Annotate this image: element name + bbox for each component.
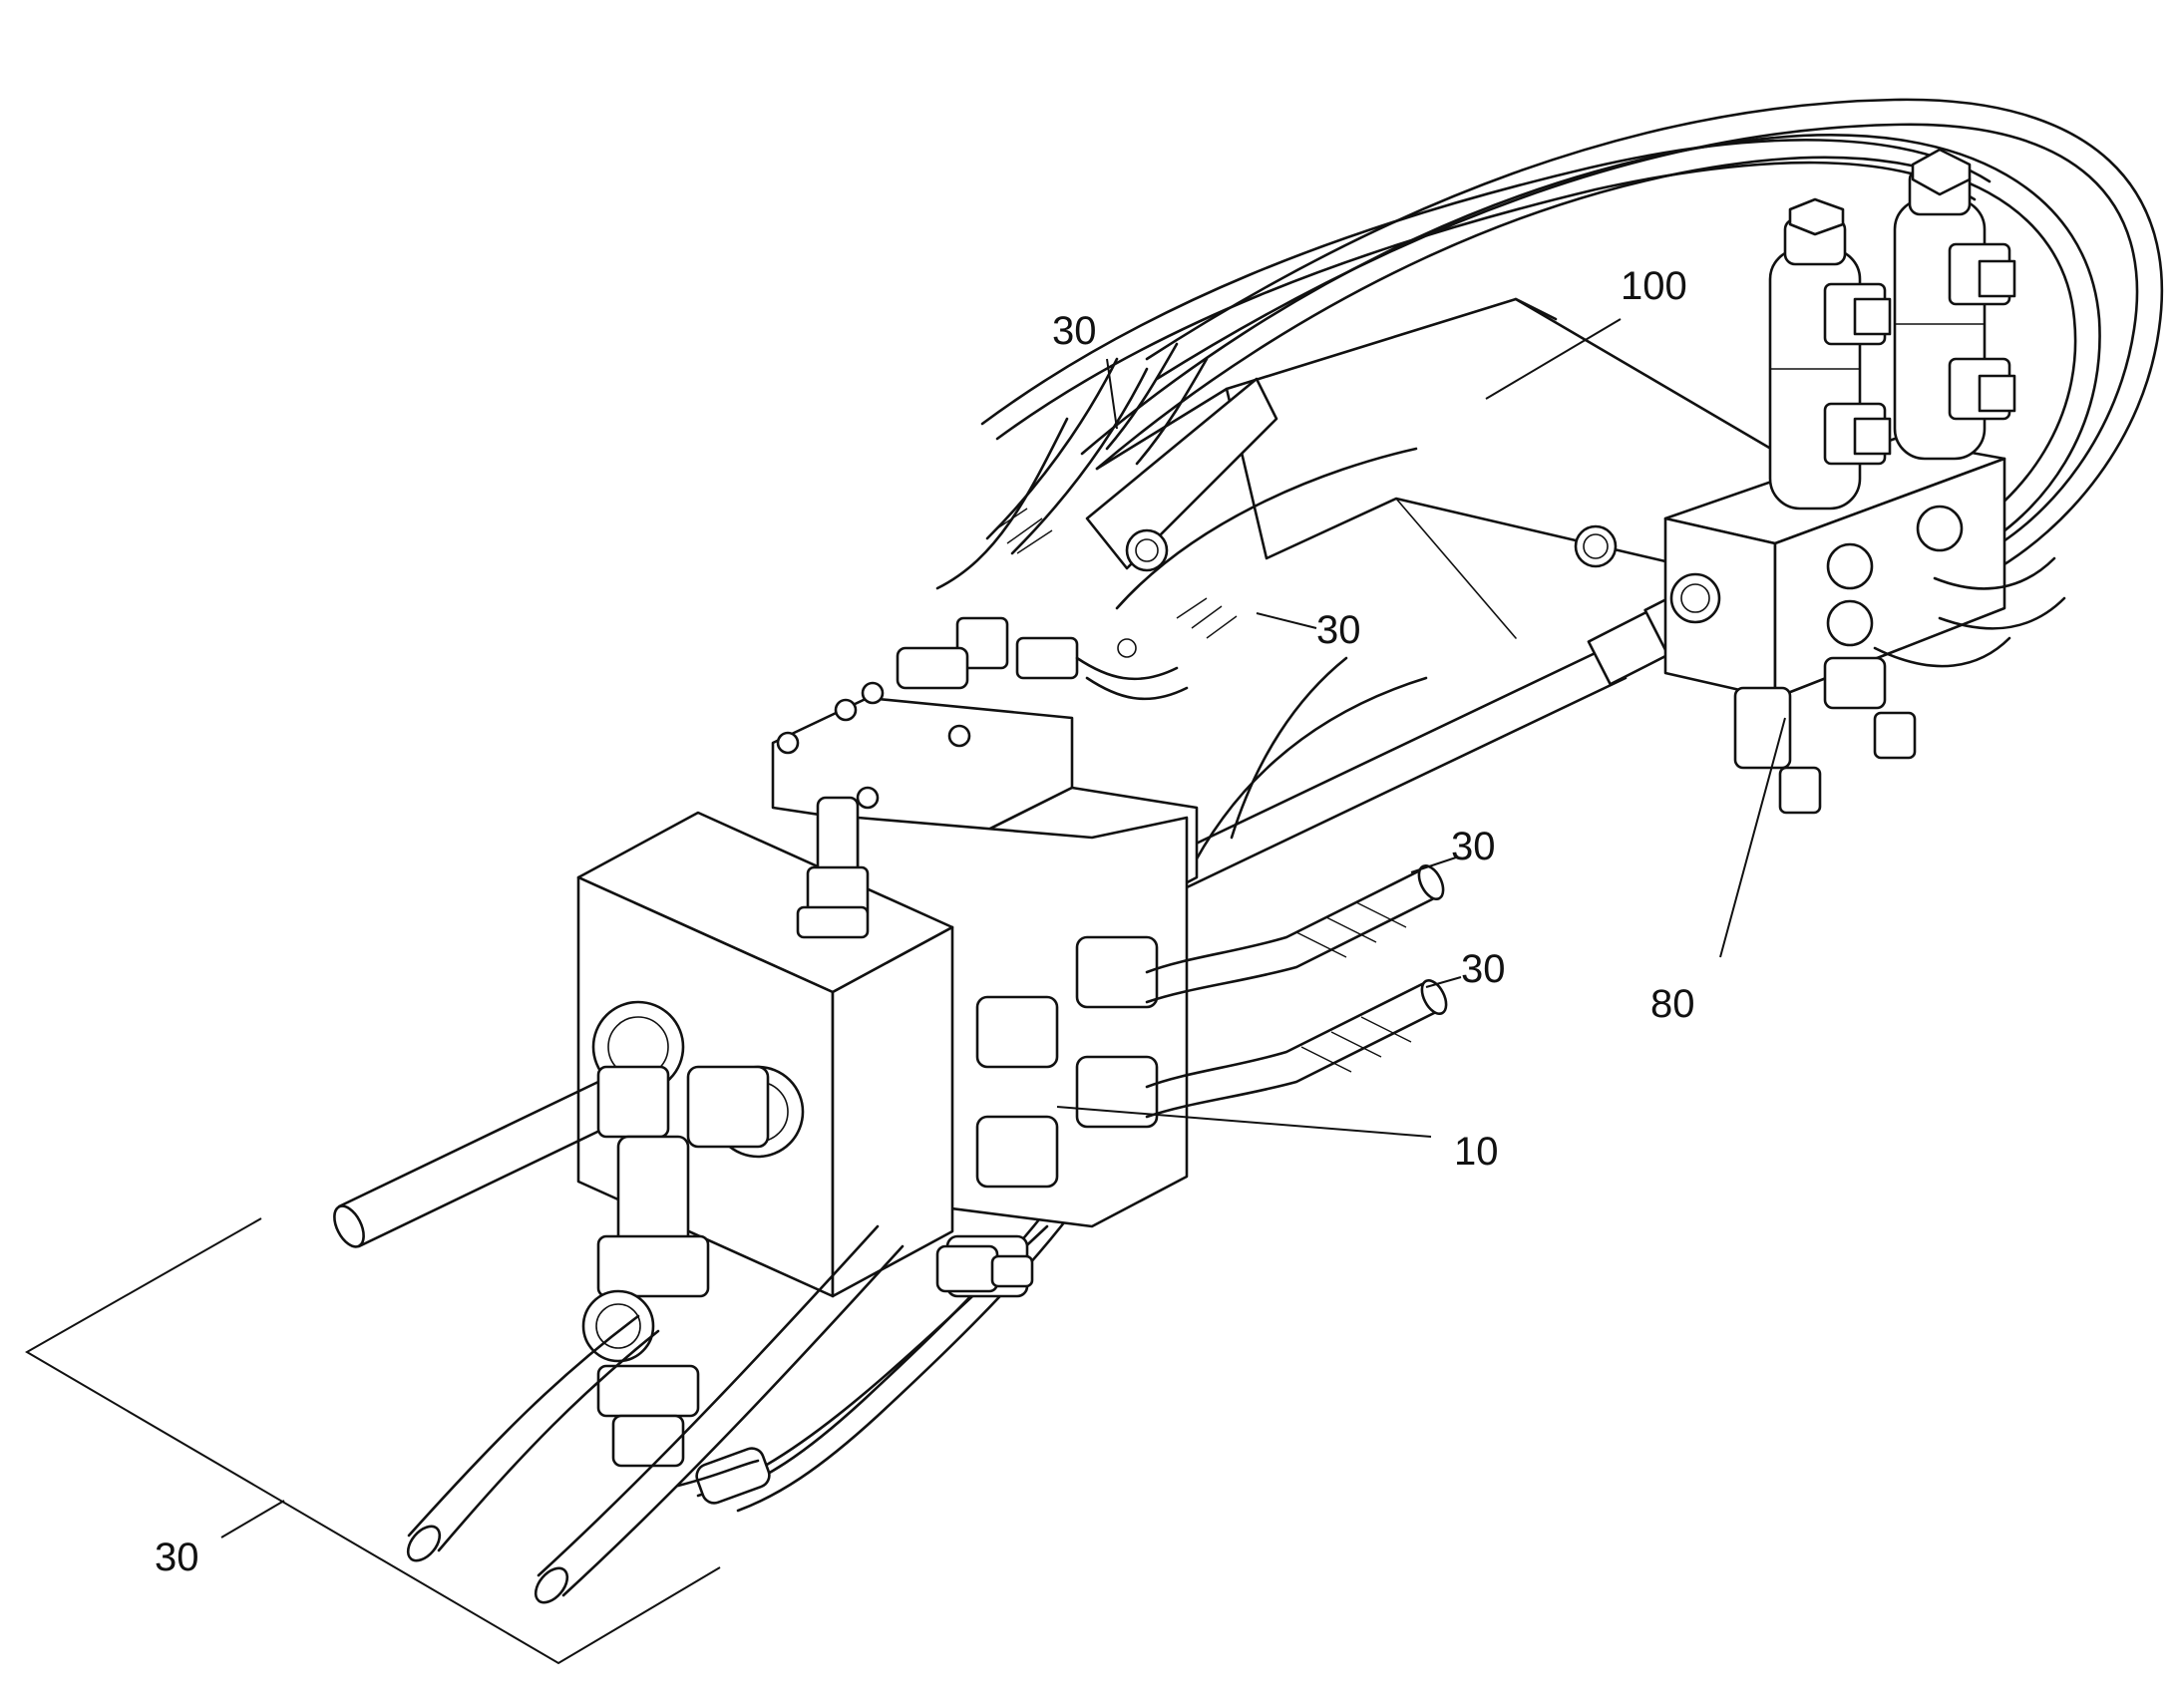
reference-labels: 30 30 30 30 100 10 80 30 [155,264,1695,1579]
label-hose-right-upper: 30 [1451,825,1496,868]
label-hose-bottom-group: 30 [155,1536,199,1579]
bolt-head [1574,524,1618,568]
valve-block [333,681,1448,1604]
label-mounting-plate: 100 [1621,264,1687,308]
label-valve-body: 10 [1454,1130,1499,1174]
leaders [220,318,1786,1538]
label-control-valve: 80 [1650,982,1695,1026]
solenoid-right [1893,148,2016,461]
hose-group-bracket [25,1217,721,1665]
label-hose-middle: 30 [1316,608,1361,652]
upper-hoses [896,342,1238,701]
mounting-plate [1085,297,1807,658]
label-hose-top: 30 [1052,309,1097,353]
label-hose-right-lower: 30 [1461,947,1506,991]
hose-loops [696,98,2164,1513]
solenoid-left [1768,197,1892,511]
control-valve [1663,148,2066,815]
